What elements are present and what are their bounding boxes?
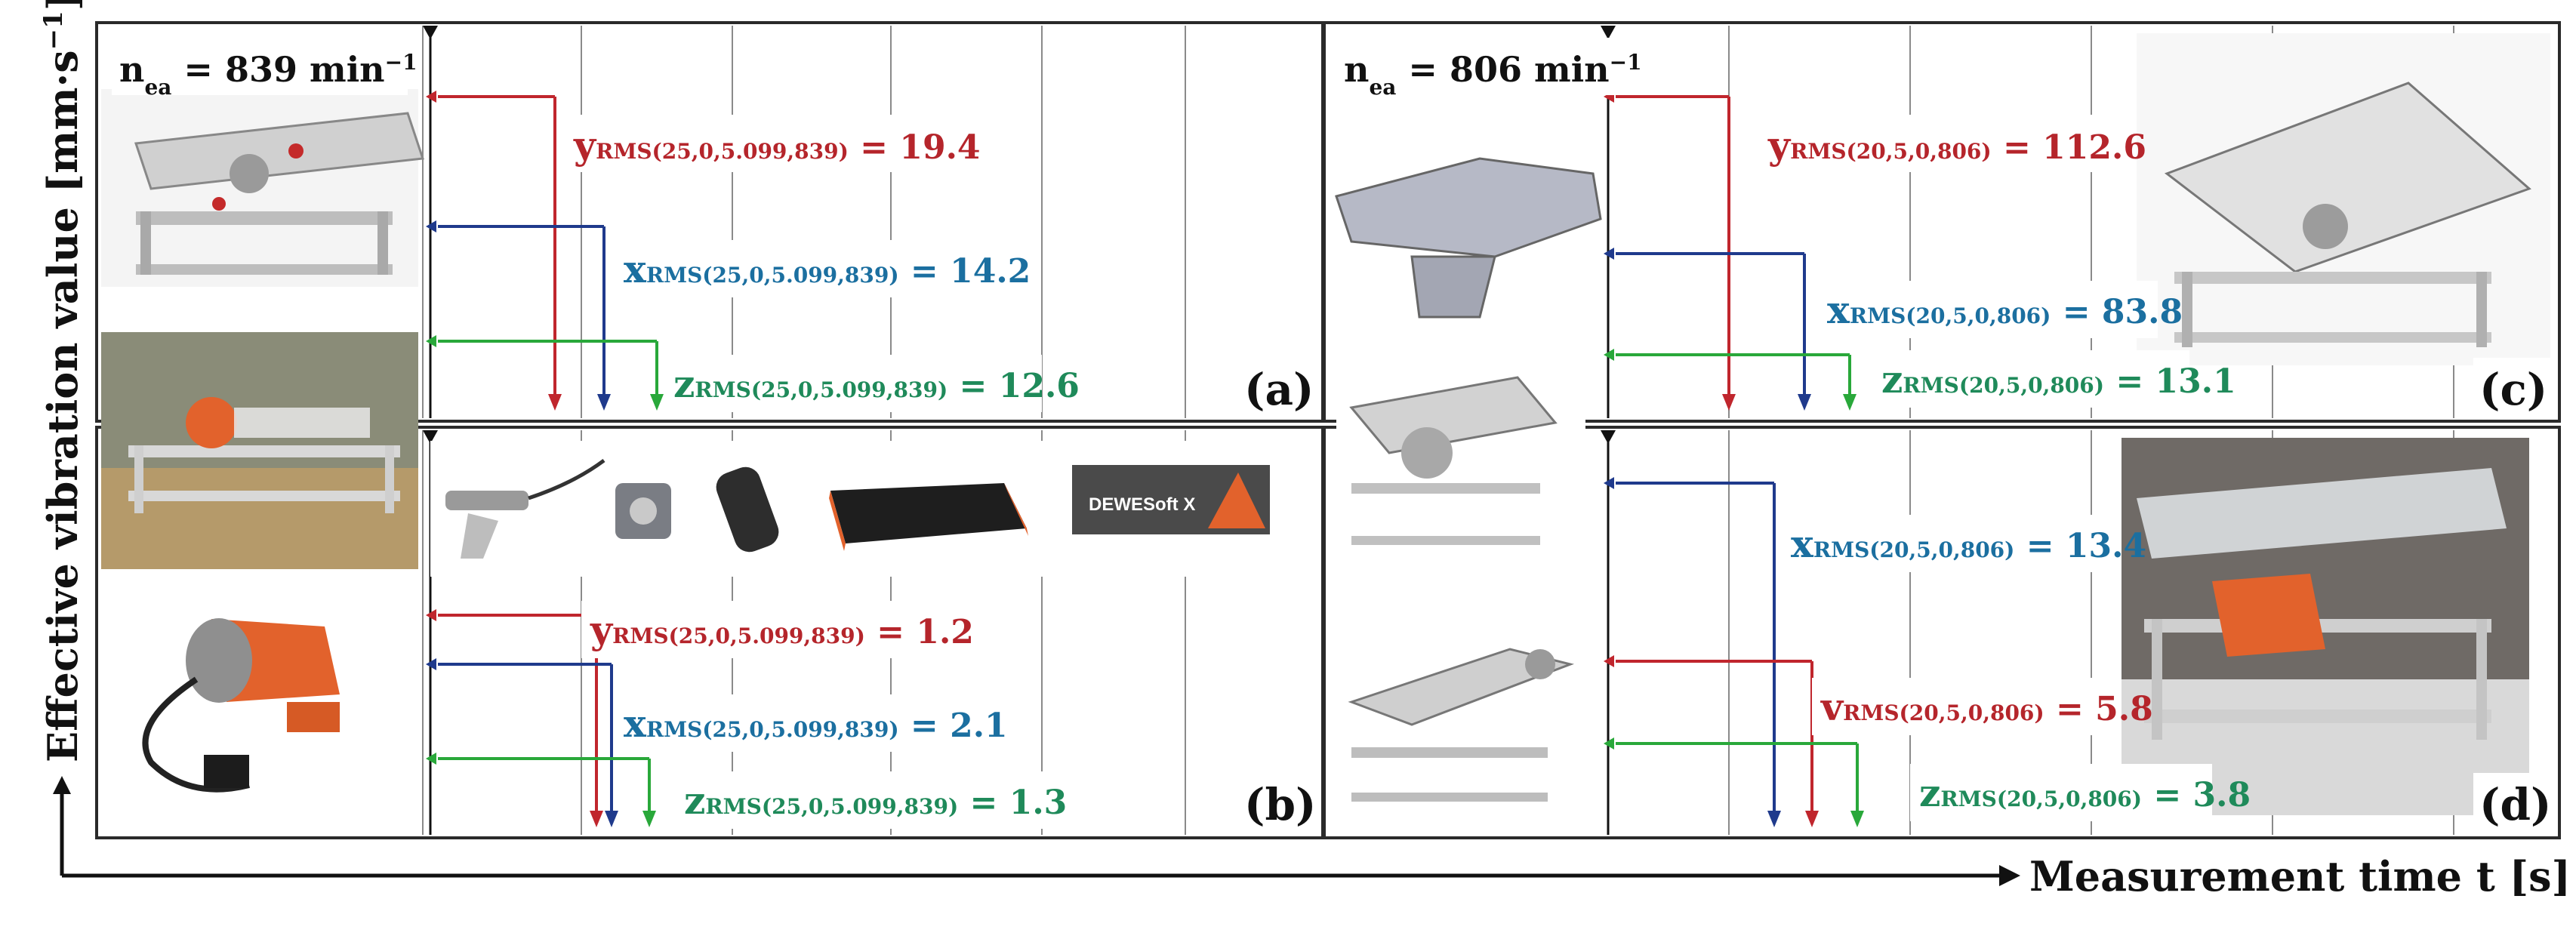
rms-arrow-icon [1850, 811, 1864, 827]
label-c-x: xRMS(20,5,0,806) = 83.8 [1827, 288, 2183, 332]
rms-tick-icon [1604, 248, 1614, 260]
daq-unit-icon [829, 483, 1028, 551]
y-axis-arrow-icon [53, 776, 71, 794]
rms-tick-icon [426, 220, 436, 232]
rms-tick-icon [426, 658, 436, 670]
rms-arrow-icon [1843, 394, 1857, 411]
test-rig-photo-a-icon [101, 332, 418, 569]
dewesoft-logo-icon: DEWESoft X [1072, 465, 1270, 534]
rms-arrow-icon [642, 811, 656, 827]
cursor-marker-icon [423, 26, 438, 39]
rms-arrow-icon [1767, 811, 1781, 827]
speed-label-c: nea = 806 min−1 [1344, 49, 1642, 100]
cad-model-c-icon [2137, 33, 2550, 365]
rms-arrow-icon [605, 811, 618, 827]
panel-label-a: (a) [1244, 364, 1314, 415]
rms-tick-icon [1604, 477, 1614, 489]
rms-labels: nea = 839 min−1 nea = 806 min−1 yRMS(25,… [112, 38, 2552, 832]
test-rig-photo-d-icon [2122, 438, 2529, 815]
y-axis-title: Effective vibration value [mm·s−1] [39, 0, 87, 762]
label-c-z: zRMS(20,5,0,806) = 13.1 [1881, 357, 2236, 402]
cad-model-d2-icon [1336, 619, 1585, 815]
rms-arrow-icon [597, 394, 611, 411]
label-b-y: yRMS(25,0,5.099,839) = 1.2 [590, 608, 974, 652]
cursor-marker-icon [1601, 26, 1616, 39]
speed-label-a: nea = 839 min−1 [119, 49, 418, 100]
cad-model-d1-icon [1336, 362, 1585, 559]
accelerometer-icon [615, 483, 671, 539]
laser-sensor-icon [445, 458, 605, 559]
x-axis-title: Measurement time t [s] [2029, 852, 2571, 901]
svg-text:DEWESoft X: DEWESoft X [1089, 494, 1195, 515]
rms-arrow-icon [1805, 811, 1819, 827]
label-c-y: yRMS(20,5,0,806) = 112.6 [1767, 123, 2146, 168]
rms-arrow-icon [1722, 394, 1736, 411]
label-a-z: zRMS(25,0,5.099,839) = 12.6 [673, 362, 1080, 406]
cursor-marker-icon [423, 430, 438, 444]
label-b-z: zRMS(25,0,5.099,839) = 1.3 [684, 778, 1067, 823]
equipment-strip: DEWESoft X [430, 441, 1276, 577]
panel-label-b: (b) [1244, 779, 1316, 830]
chute-model-icon [1330, 151, 1602, 325]
panel-label-c: (c) [2479, 364, 2547, 415]
rms-cursors [423, 26, 1864, 835]
panel-label-d: (d) [2479, 779, 2551, 830]
label-a-y: yRMS(25,0,5.099,839) = 19.4 [573, 123, 981, 168]
apparatus-images: DEWESoft X [101, 33, 2550, 815]
rms-tick-icon [426, 335, 436, 347]
rms-arrow-icon [650, 394, 664, 411]
rms-tick-icon [1604, 737, 1614, 750]
label-a-x: xRMS(25,0,5.099,839) = 14.2 [624, 247, 1031, 291]
label-b-x: xRMS(25,0,5.099,839) = 2.1 [624, 701, 1008, 746]
x-axis-arrow-icon [1999, 865, 2020, 886]
label-d-z: zRMS(20,5,0,806) = 3.8 [1919, 771, 2251, 815]
rms-arrow-icon [548, 394, 562, 411]
rms-tick-icon [1604, 655, 1614, 667]
rms-arrow-icon [1798, 394, 1811, 411]
label-d-x: xRMS(20,5,0,806) = 13.4 [1791, 522, 2146, 566]
label-d-v: vRMS(20,5,0,806) = 5.8 [1820, 685, 2153, 729]
rms-tick-icon [426, 91, 436, 103]
vibration-mount-icon [716, 466, 779, 553]
rms-tick-icon [1604, 349, 1614, 361]
rms-tick-icon [426, 609, 436, 621]
cad-model-a-icon [101, 89, 425, 287]
vibration-motor-icon [121, 604, 347, 800]
rms-tick-icon [426, 753, 436, 765]
rms-arrow-icon [590, 811, 603, 827]
cursor-marker-icon [1601, 430, 1616, 444]
